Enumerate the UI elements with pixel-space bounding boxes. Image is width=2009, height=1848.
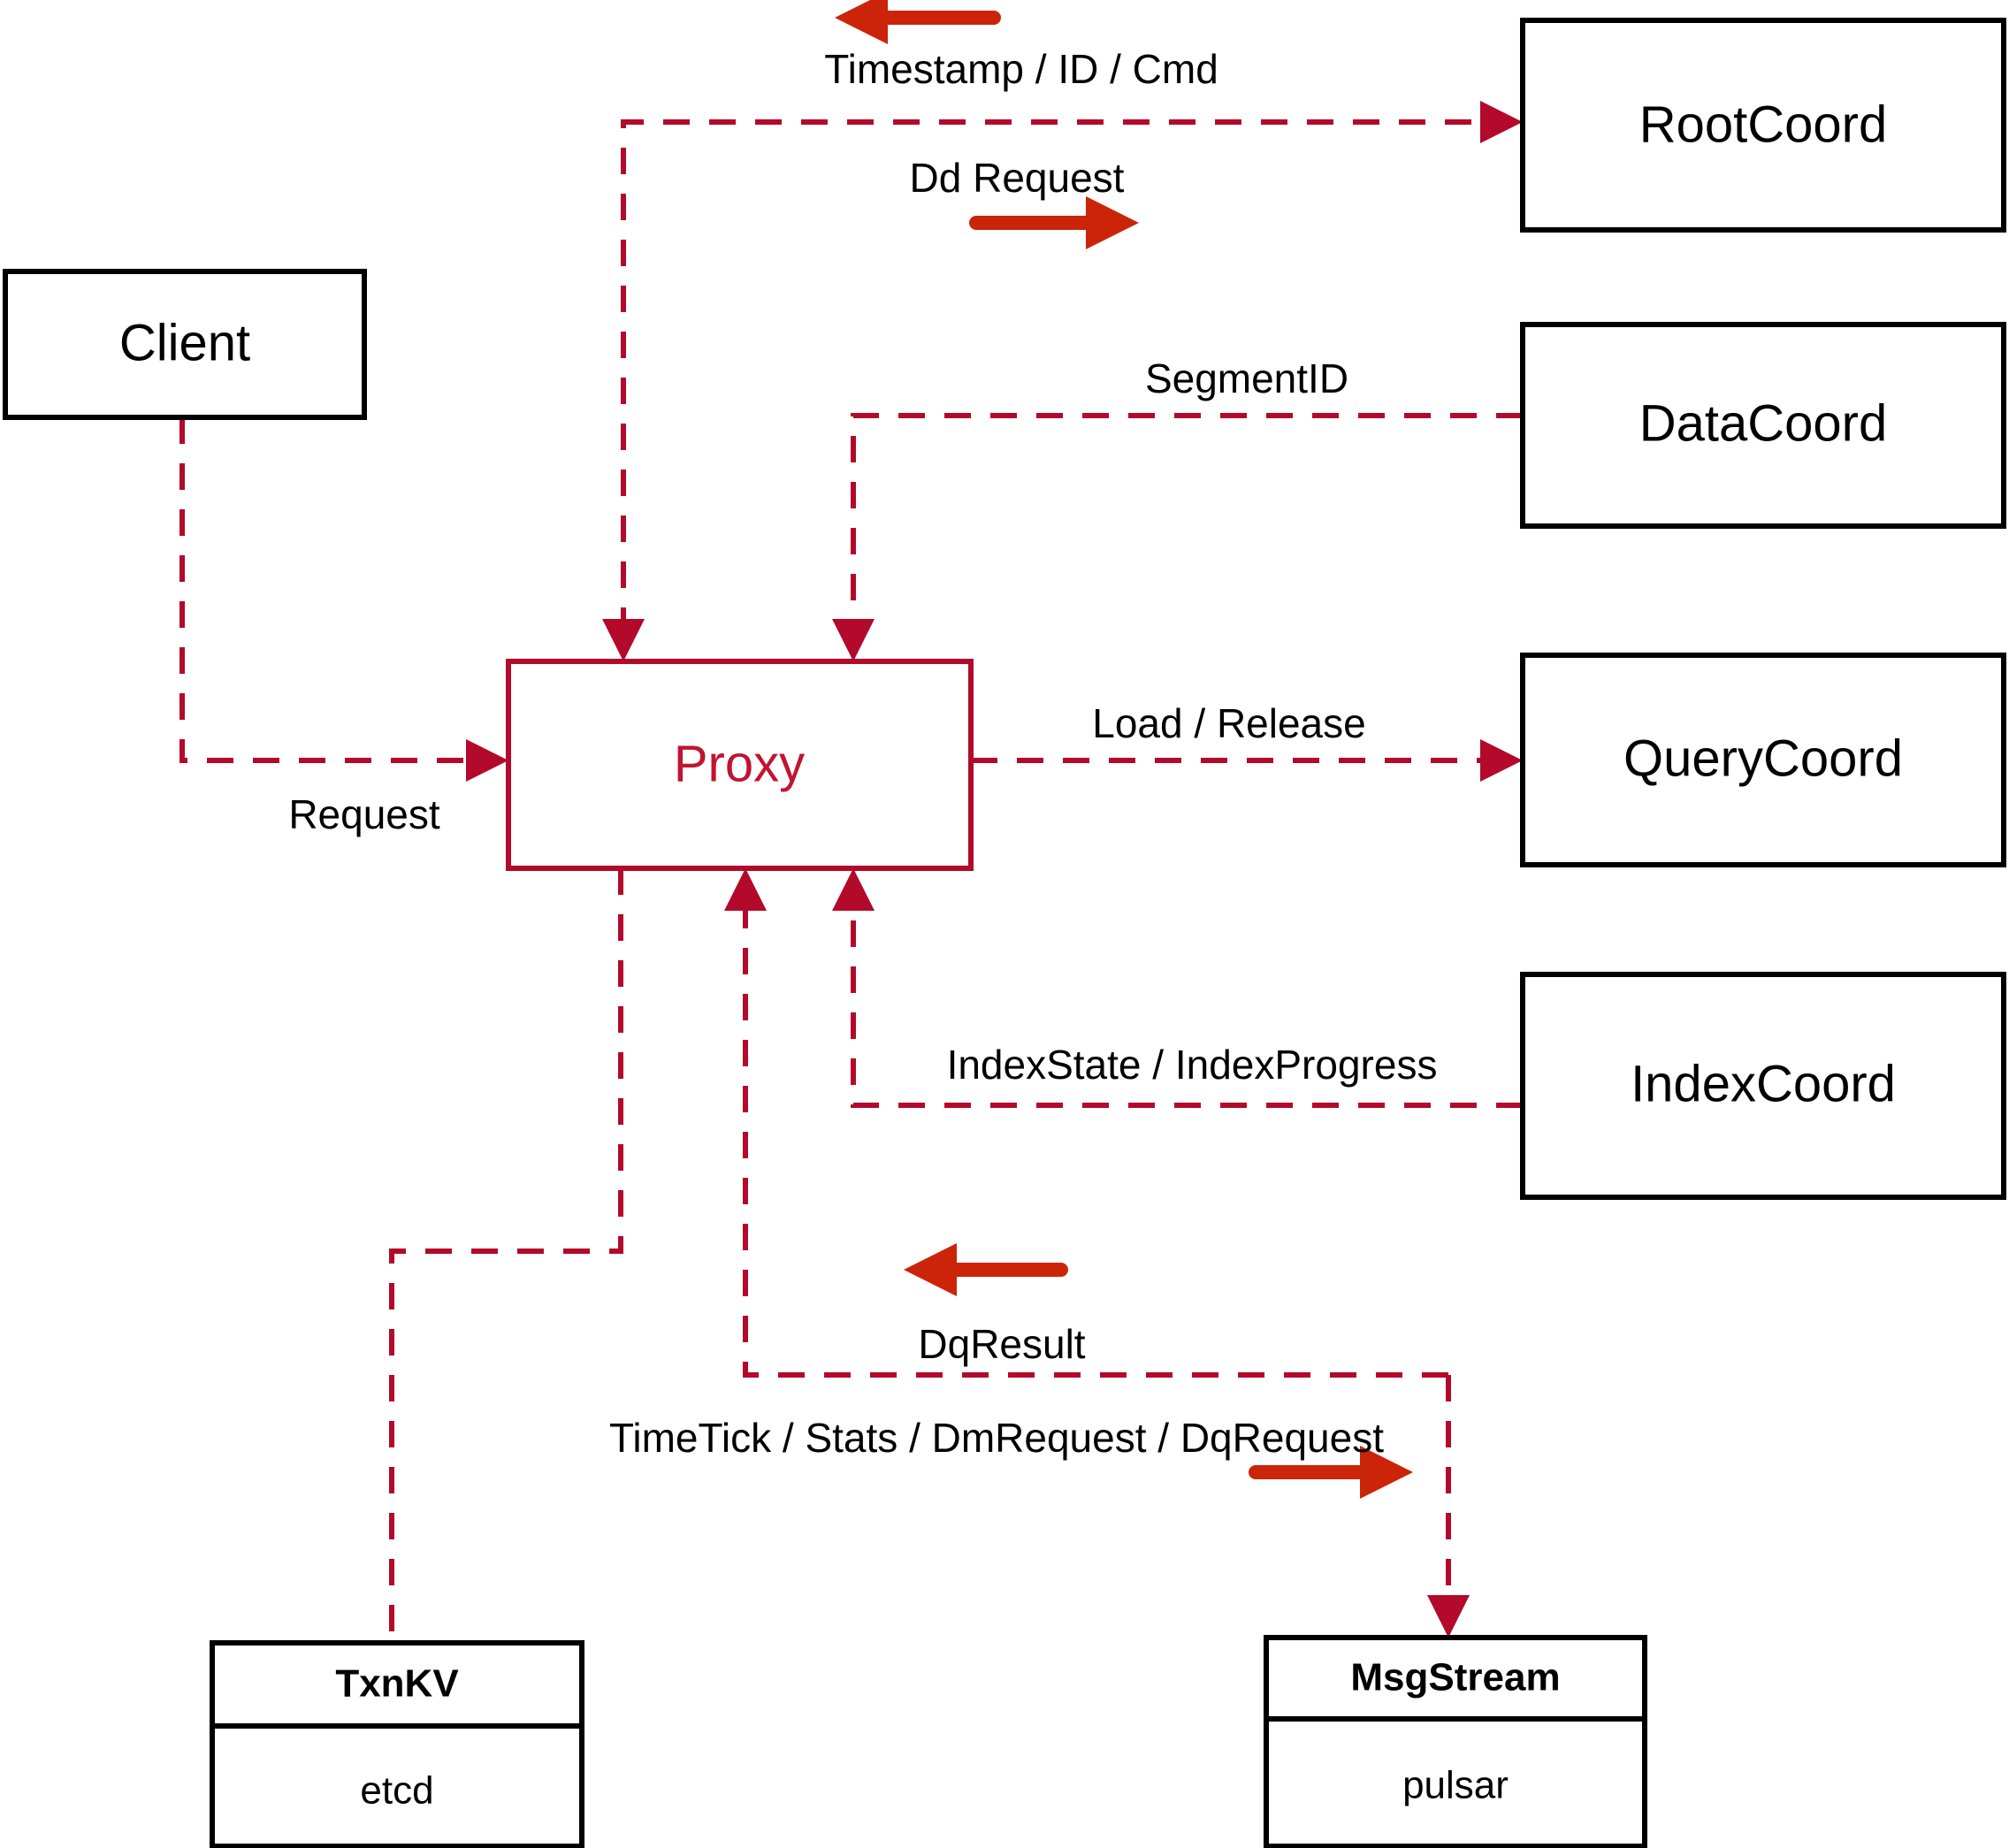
- arrowhead-solid-left-timestamp: [835, 0, 888, 44]
- arrowhead-down-proxy-top-left: [602, 619, 645, 661]
- node-txnkv[interactable]: TxnKV etcd: [210, 1640, 584, 1848]
- edge-label-indexstate: IndexState / IndexProgress: [947, 1042, 1438, 1088]
- msgstream-title: MsgStream: [1350, 1656, 1560, 1699]
- edge-label-segmentid: SegmentID: [1145, 355, 1348, 401]
- node-proxy[interactable]: Proxy: [506, 659, 974, 871]
- arrowhead-solid-right-timetick: [1360, 1446, 1413, 1499]
- edge-client-to-proxy: [180, 417, 508, 782]
- msgstream-box[interactable]: [1264, 1635, 1647, 1848]
- direction-arrow-dqresult: [904, 1243, 1068, 1296]
- data-coord-label: DataCoord: [1639, 394, 1887, 452]
- edge-datacoord-to-proxy: [832, 413, 1523, 661]
- edge-label-timestamp-id-cmd: Timestamp / ID / Cmd: [824, 46, 1218, 92]
- edge-label-timetick: TimeTick / Stats / DmRequest / DqRequest: [609, 1415, 1384, 1461]
- arrowhead-down-msgstream: [1427, 1595, 1470, 1638]
- proxy-label: Proxy: [674, 735, 805, 792]
- index-coord-label: IndexCoord: [1631, 1055, 1896, 1112]
- edge-msgstream-to-proxy: [724, 868, 1448, 1378]
- arrowhead-solid-right-dd-request: [1086, 196, 1139, 249]
- index-coord-box[interactable]: [1520, 972, 2006, 1200]
- root-coord-box[interactable]: [1520, 18, 2006, 233]
- edge-label-request: Request: [288, 791, 440, 837]
- node-data-coord[interactable]: DataCoord: [1520, 322, 2006, 529]
- edge-label-dd-request: Dd Request: [910, 155, 1125, 201]
- edge-proxy-to-rootcoord-head: [1480, 101, 1523, 143]
- txnkv-impl-label: etcd: [360, 1769, 433, 1813]
- arrowhead-up-proxy-bottom-right: [832, 868, 875, 911]
- arrowhead-up-proxy-bottom-left: [724, 868, 767, 911]
- arrowhead-right-proxy-left: [466, 739, 508, 782]
- edge-label-dqresult: DqResult: [918, 1321, 1085, 1367]
- query-coord-label: QueryCoord: [1623, 729, 1903, 787]
- direction-arrow-timetick: [1249, 1446, 1413, 1499]
- arrowhead-solid-left-dqresult: [904, 1243, 957, 1296]
- edge-rootcoord-to-proxy: [602, 119, 1517, 661]
- query-coord-box[interactable]: [1520, 653, 2006, 867]
- node-query-coord[interactable]: QueryCoord: [1520, 653, 2006, 867]
- node-client[interactable]: Client: [3, 269, 367, 420]
- root-coord-label: RootCoord: [1639, 95, 1887, 153]
- node-msgstream[interactable]: MsgStream pulsar: [1264, 1635, 1647, 1848]
- edge-proxy-to-querycoord: [971, 739, 1523, 782]
- arrowhead-down-proxy-top-right: [832, 619, 875, 661]
- node-root-coord[interactable]: RootCoord: [1520, 18, 2006, 233]
- arrowhead-right-querycoord: [1480, 739, 1523, 782]
- client-box[interactable]: [3, 269, 367, 420]
- edge-indexcoord-to-proxy: [832, 868, 1523, 1108]
- edge-proxy-to-txnkv: [389, 868, 623, 1643]
- msgstream-impl-label: pulsar: [1402, 1764, 1509, 1807]
- direction-arrow-dd-request: [969, 196, 1139, 249]
- proxy-box[interactable]: [506, 659, 974, 871]
- data-coord-box[interactable]: [1520, 322, 2006, 529]
- edge-proxy-to-msgstream: [1427, 1375, 1470, 1638]
- txnkv-box[interactable]: [210, 1640, 584, 1848]
- direction-arrow-timestamp: [835, 0, 1001, 44]
- arrowhead-right-rootcoord: [1480, 101, 1523, 143]
- client-label: Client: [119, 314, 250, 371]
- node-index-coord[interactable]: IndexCoord: [1520, 972, 2006, 1200]
- txnkv-title: TxnKV: [335, 1662, 459, 1706]
- edge-label-load-release: Load / Release: [1092, 700, 1365, 746]
